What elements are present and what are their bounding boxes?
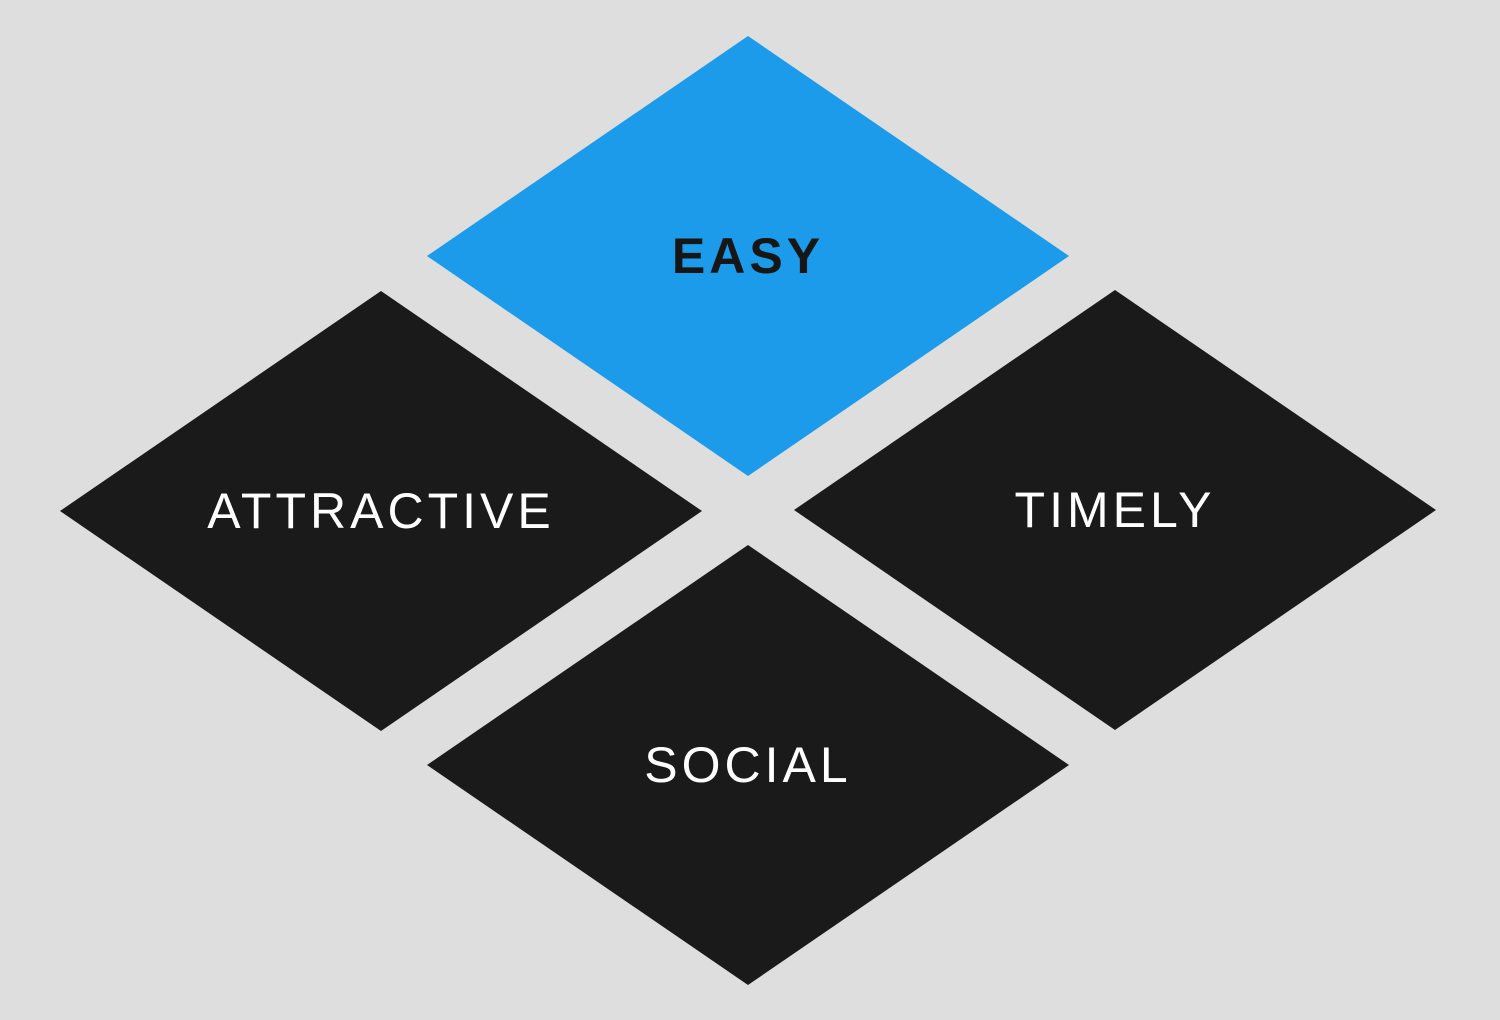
diamond-label-social: SOCIAL <box>644 737 852 793</box>
diamond-label-easy: EASY <box>671 228 825 284</box>
diamond-label-timely: TIMELY <box>1014 482 1216 538</box>
diamond-label-attractive: ATTRACTIVE <box>207 483 555 539</box>
